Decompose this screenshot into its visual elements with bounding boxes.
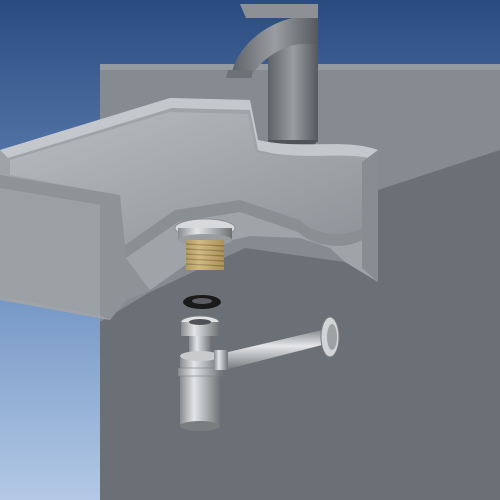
faucet-icon	[226, 4, 318, 148]
wall-pipe-icon	[320, 316, 340, 358]
rubber-washer-icon	[183, 295, 221, 309]
pop-up-drain-icon	[174, 218, 236, 270]
basin-icon	[0, 98, 378, 320]
bottle-trap-icon	[177, 315, 326, 431]
